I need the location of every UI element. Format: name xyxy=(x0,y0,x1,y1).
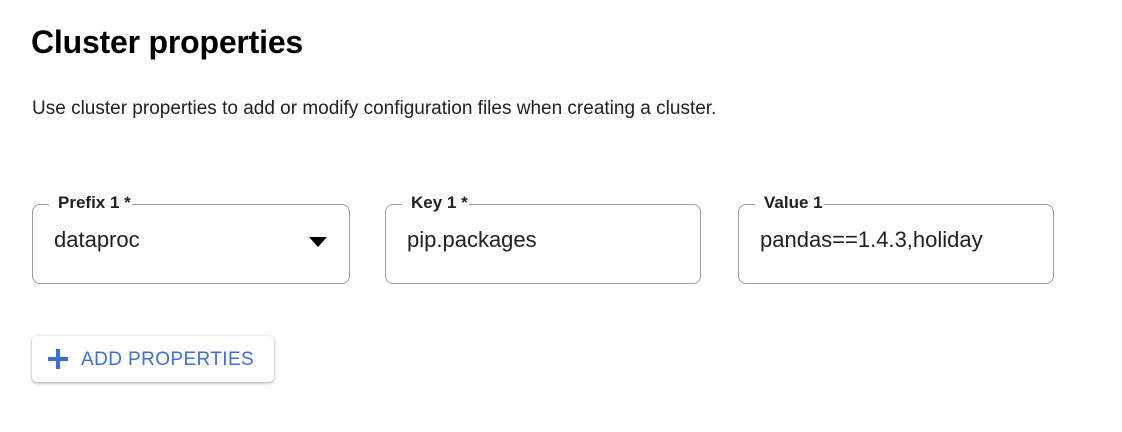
prefix-field-value[interactable]: dataproc xyxy=(54,227,140,252)
value-field-notch xyxy=(755,204,824,206)
value-field[interactable]: Value 1 pandas==1.4.3,holiday xyxy=(738,193,1054,284)
chevron-down-icon[interactable] xyxy=(309,237,327,247)
page-title: Cluster properties xyxy=(31,24,304,60)
add-properties-button-label: ADD PROPERTIES xyxy=(81,348,255,370)
add-properties-button[interactable]: ADD PROPERTIES xyxy=(32,336,275,382)
plus-icon xyxy=(48,349,68,369)
prefix-field[interactable]: Prefix 1 * dataproc xyxy=(32,193,350,284)
prefix-field-label: Prefix 1 * xyxy=(58,193,131,212)
value-field-value[interactable]: pandas==1.4.3,holiday xyxy=(760,227,983,252)
key-field-notch xyxy=(402,204,469,206)
key-field[interactable]: Key 1 * pip.packages xyxy=(385,193,701,284)
value-field-label: Value 1 xyxy=(764,193,823,212)
page-description: Use cluster properties to add or modify … xyxy=(32,98,717,119)
prefix-field-notch xyxy=(49,204,132,206)
key-field-value[interactable]: pip.packages xyxy=(407,227,537,252)
key-field-label: Key 1 * xyxy=(411,193,468,212)
